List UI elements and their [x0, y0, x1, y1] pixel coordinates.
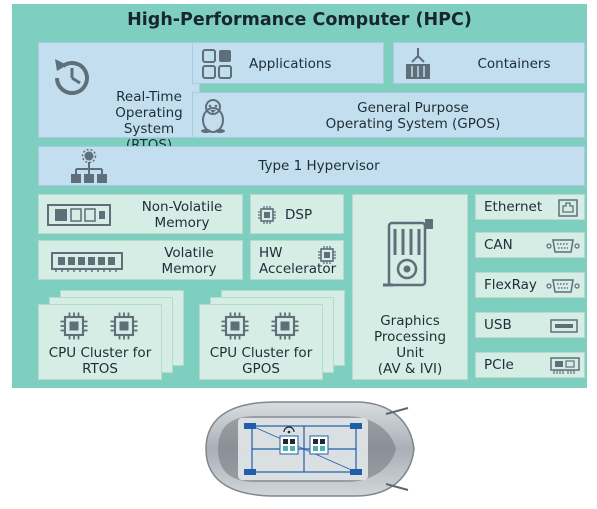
- hypervisor-box: Type 1 Hypervisor: [38, 146, 585, 186]
- ethernet-box: Ethernet: [475, 194, 585, 220]
- gpos-label: General Purpose Operating System (GPOS): [325, 100, 501, 132]
- ethernet-port-icon: [558, 199, 578, 217]
- hw-accelerator-label: HW Accelerator: [259, 245, 337, 277]
- gpos-box: General Purpose Operating System (GPOS): [192, 92, 585, 138]
- graphics-card-icon: [383, 219, 433, 287]
- containers-label: Containers: [477, 56, 551, 72]
- can-label: CAN: [484, 237, 513, 253]
- cpu-cluster-rtos-box: CPU Cluster for RTOS: [38, 304, 162, 380]
- ethernet-label: Ethernet: [484, 199, 543, 215]
- app-grid-icon: [202, 49, 232, 79]
- hpc-title: High-Performance Computer (HPC): [127, 10, 472, 30]
- usb-port-icon: [550, 319, 578, 333]
- hypervisor-label: Type 1 Hypervisor: [258, 158, 380, 174]
- flash-memory-icon: [47, 204, 111, 226]
- rtos-label: Real-Time Operating System (RTOS): [115, 89, 183, 153]
- cpu-cluster-gpos-label: CPU Cluster for GPOS: [209, 345, 313, 377]
- pcie-label: PCIe: [484, 357, 514, 373]
- clock-rewind-icon: [55, 59, 89, 95]
- pcie-box: PCIe: [475, 352, 585, 378]
- serial-port-icon: [546, 279, 580, 293]
- applications-label: Applications: [249, 56, 332, 72]
- chip-icon: [221, 312, 249, 340]
- chip-icon: [318, 246, 336, 264]
- serial-port-icon: [546, 239, 580, 253]
- cpu-cluster-gpos-box: CPU Cluster for GPOS: [199, 304, 323, 380]
- hierarchy-gear-icon: [71, 149, 107, 183]
- chip-icon: [258, 206, 276, 224]
- rtos-box: Real-Time Operating System (RTOS): [38, 42, 200, 153]
- hw-accelerator-box: HW Accelerator: [250, 240, 344, 280]
- dsp-box: DSP: [250, 194, 344, 234]
- gpu-label: Graphics Processing Unit (AV & IVI): [373, 313, 447, 377]
- crane-container-icon: [406, 48, 430, 79]
- non-volatile-memory-box: Non-Volatile Memory: [38, 194, 243, 234]
- usb-label: USB: [484, 317, 512, 333]
- flexray-label: FlexRay: [484, 277, 537, 293]
- applications-box: Applications: [192, 42, 384, 84]
- flexray-box: FlexRay: [475, 272, 585, 298]
- chip-icon: [60, 312, 88, 340]
- cpu-cluster-rtos-label: CPU Cluster for RTOS: [48, 345, 152, 377]
- chip-icon: [271, 312, 299, 340]
- pcie-card-icon: [550, 357, 580, 374]
- containers-box: Containers: [393, 42, 585, 84]
- dsp-label: DSP: [285, 207, 313, 223]
- car-top-view-icon: [205, 401, 415, 497]
- ram-module-icon: [51, 252, 123, 272]
- usb-box: USB: [475, 312, 585, 338]
- penguin-icon: [201, 99, 225, 133]
- volatile-memory-label: Volatile Memory: [161, 245, 217, 277]
- can-box: CAN: [475, 232, 585, 258]
- non-volatile-memory-label: Non-Volatile Memory: [141, 199, 223, 231]
- chip-icon: [110, 312, 138, 340]
- hpc-diagram: High-Performance Computer (HPC) Real-Tim…: [12, 4, 587, 388]
- volatile-memory-box: Volatile Memory: [38, 240, 243, 280]
- gpu-box: Graphics Processing Unit (AV & IVI): [352, 194, 468, 380]
